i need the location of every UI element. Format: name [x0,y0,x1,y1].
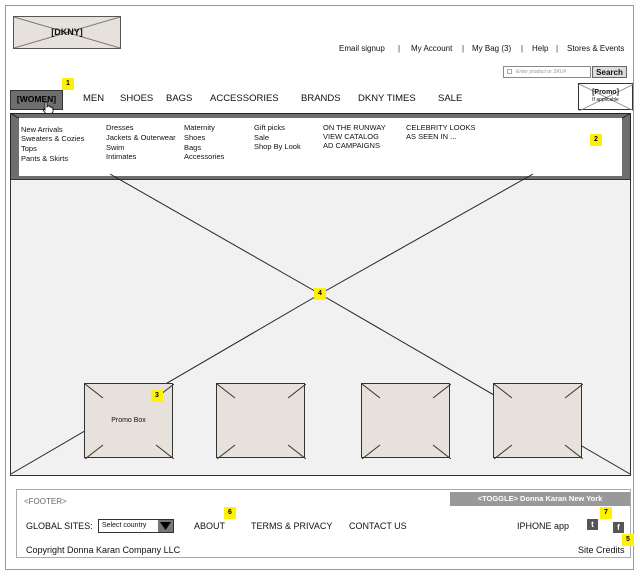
nav-promo-box[interactable]: [Promo] If applicable [578,83,634,111]
menu-link[interactable]: Shop By Look [254,142,301,151]
menu-link[interactable]: AS SEEN IN ... [406,132,457,141]
about-link[interactable]: ABOUT [194,521,226,531]
nav-item-sale[interactable]: SALE [438,93,463,104]
promo-box-label: Promo Box [111,417,146,424]
terms-privacy-link[interactable]: TERMS & PRIVACY [251,521,333,531]
stores-events-link[interactable]: Stores & Events [567,44,625,53]
contact-us-link[interactable]: CONTACT US [349,521,407,531]
iphone-app-link[interactable]: IPHONE app [517,521,570,531]
menu-link[interactable]: Swim [106,143,125,152]
annotation-badge: 4 [314,288,326,300]
search-placeholder: Enter product or SKU# [516,69,567,75]
utility-separator: | [398,44,401,53]
nav-item-bags[interactable]: BAGS [166,93,193,104]
search-field-icon [507,69,512,74]
annotation-badge: 7 [600,507,612,519]
search-input[interactable]: Enter product or SKU# [503,66,591,78]
annotation-badge: 2 [590,134,602,146]
utility-separator: | [556,44,559,53]
menu-link[interactable]: Dresses [106,123,134,132]
hand-cursor-icon [42,101,54,115]
menu-link[interactable]: Intimates [106,152,137,161]
nav-item-men[interactable]: MEN [83,93,105,104]
nav-item-brands[interactable]: BRANDS [301,93,341,104]
email-signup-link[interactable]: Email signup [339,44,385,53]
utility-separator: | [462,44,465,53]
my-account-link[interactable]: My Account [411,44,453,53]
my-bag-link[interactable]: My Bag (3) [472,44,512,53]
copyright-text: Copyright Donna Karan Company LLC [26,545,181,555]
menu-link[interactable]: Shoes [184,133,206,142]
global-sites-label: GLOBAL SITES: [26,521,93,531]
logo-label: [DKNY] [51,27,83,37]
menu-link[interactable]: Sweaters & Cozies [21,134,85,143]
image-placeholder-icon [362,384,451,459]
nav-item-women[interactable]: [WOMEN] [10,90,63,110]
promo-box[interactable] [361,383,451,459]
menu-link[interactable]: ON THE RUNWAY [323,123,386,132]
nav-item-shoes[interactable]: SHOES [120,93,154,104]
promo-box[interactable] [493,383,583,459]
menu-link[interactable]: Sale [254,133,270,142]
menu-link[interactable]: Tops [21,144,37,153]
menu-link[interactable]: Bags [184,143,202,152]
menu-link[interactable]: Accessories [184,152,225,161]
menu-link[interactable]: Jackets & Outerwear [106,133,176,142]
image-placeholder-icon [217,384,306,459]
mega-menu-corner-lines [10,113,631,120]
menu-link[interactable]: Gift picks [254,123,285,132]
nav-item-accessories[interactable]: ACCESSORIES [210,93,279,104]
image-placeholder-icon [14,17,120,48]
dropdown-arrow-icon [158,520,173,532]
footer-tag: <FOOTER> [24,497,67,506]
image-placeholder-icon [494,384,583,459]
facebook-icon[interactable]: f [613,522,624,533]
menu-link[interactable]: VIEW CATALOG [323,132,379,141]
menu-link[interactable]: New Arrivals [21,125,63,134]
menu-link[interactable]: Maternity [184,123,215,132]
search-button[interactable]: Search [592,66,627,78]
menu-link[interactable]: Pants & Skirts [21,154,69,163]
nav-promo-title: [Promo] [592,89,619,96]
site-credits-link[interactable]: Site Credits [578,545,625,555]
nav-promo-subtitle: If applicable [592,97,619,103]
annotation-badge: 1 [62,78,74,90]
help-link[interactable]: Help [532,44,549,53]
footer-toggle[interactable]: <TOGGLE> Donna Karan New York [450,492,630,506]
nav-item-dkny-times[interactable]: DKNY TIMES [358,93,416,104]
annotation-badge: 5 [622,534,634,546]
nav-item-women-label: [WOMEN] [16,94,57,104]
utility-separator: | [521,44,524,53]
country-select-value: Select country [102,522,147,529]
mega-menu [10,113,631,180]
annotation-badge: 6 [224,507,236,519]
country-select[interactable]: Select country [98,519,174,533]
menu-link[interactable]: AD CAMPAIGNS [323,141,380,150]
twitter-icon[interactable]: t [587,519,598,530]
promo-box[interactable] [216,383,306,459]
annotation-badge: 3 [151,390,163,402]
mega-menu-panel [19,118,622,176]
image-placeholder-icon [579,84,634,111]
logo-placeholder[interactable]: [DKNY] [13,16,121,49]
menu-link[interactable]: CELEBRITY LOOKS [406,123,476,132]
